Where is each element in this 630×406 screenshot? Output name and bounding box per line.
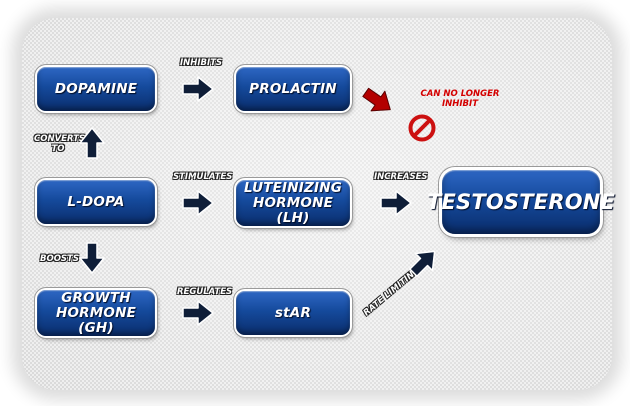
arrow-right-icon xyxy=(182,76,214,102)
edge-label-regulates: REGULATES xyxy=(177,287,233,297)
node-prolactin-label: PROLACTIN xyxy=(249,80,337,97)
edge-label-stimulates: STIMULATES xyxy=(173,172,233,182)
edge-label-converts-to-text: CONVERTS TO xyxy=(34,134,86,154)
node-growth-hormone-label: GROWTH HORMONE (GH) xyxy=(55,289,136,336)
node-growth-hormone: GROWTH HORMONE (GH) xyxy=(37,290,155,336)
edge-label-converts-to: CONVERTS TO xyxy=(34,134,86,154)
note-can-no-longer-inhibit: CAN NO LONGER INHIBIT xyxy=(420,89,500,109)
node-star: stAR xyxy=(236,291,350,335)
node-prolactin: PROLACTIN xyxy=(236,67,350,111)
arrow-down-icon xyxy=(79,242,105,274)
arrow-right-icon xyxy=(380,190,412,216)
arrow-up-right-icon xyxy=(409,250,436,277)
edge-label-boosts: BOOSTS xyxy=(40,254,79,264)
arrow-right-icon xyxy=(182,300,214,326)
edge-label-increases: INCREASES xyxy=(374,172,428,182)
node-l-dopa-label: L-DOPA xyxy=(67,193,125,210)
node-l-dopa: L-DOPA xyxy=(37,180,155,224)
no-entry-icon xyxy=(408,114,436,142)
node-testosterone: TESTOSTERONE xyxy=(427,170,615,234)
node-dopamine-label: DOPAMINE xyxy=(54,80,138,97)
node-dopamine: DOPAMINE xyxy=(37,67,155,111)
arrow-right-icon xyxy=(182,190,214,216)
arrow-up-icon xyxy=(79,127,105,159)
note-can-no-longer-inhibit-text: CAN NO LONGER INHIBIT xyxy=(420,89,500,109)
node-luteinizing-hormone: LUTEINIZING HORMONE (LH) xyxy=(236,180,350,226)
node-testosterone-label: TESTOSTERONE xyxy=(426,190,616,214)
node-luteinizing-hormone-label: LUTEINIZING HORMONE (LH) xyxy=(244,179,342,226)
edge-label-inhibits: INHIBITS xyxy=(180,58,223,68)
node-star-label: stAR xyxy=(274,304,312,321)
red-arrow-down-right-icon xyxy=(362,87,391,112)
